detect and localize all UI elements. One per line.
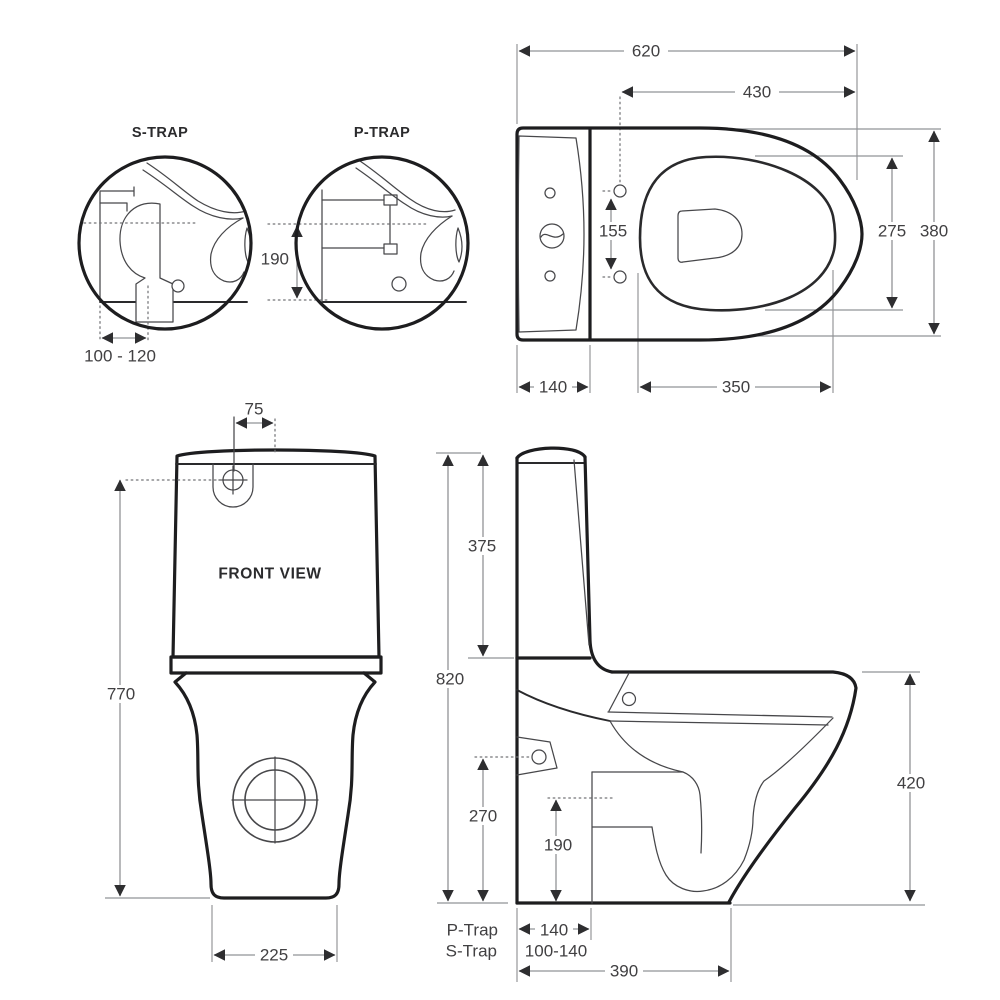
p-trap-title: P-TRAP [354, 125, 410, 141]
side-cistern-front-face [573, 459, 590, 646]
side-inlet-bracket [516, 736, 558, 776]
side-inlet-hole [531, 749, 547, 765]
top-hinge-tick-marks [602, 190, 612, 278]
top-seat-oval [638, 155, 837, 312]
side-overall-height-label: 820 [436, 670, 464, 689]
side-cistern-body [515, 455, 614, 674]
top-depth-extension-lines [737, 128, 941, 337]
p-trap-detail-view: P-TRAP 190 [261, 125, 470, 331]
top-seat-length-label: 430 [743, 83, 771, 102]
side-underseat-curve [516, 689, 611, 722]
top-view: 620 430 155 275 380 140 350 [515, 42, 953, 397]
p-trap-height-label: 190 [261, 250, 289, 269]
side-trap-step [591, 771, 653, 904]
side-seat-lines [607, 672, 833, 726]
top-hinge-hole-upper [613, 184, 627, 198]
top-fixing-hole-lower [544, 270, 556, 282]
side-s-setout-label: 100-140 [525, 942, 587, 961]
side-hinge-circle [621, 691, 637, 707]
s-trap-setout-label: 100 - 120 [84, 347, 156, 366]
top-cistern-lid-inner [517, 135, 585, 333]
p-trap-weir-circle [391, 276, 407, 292]
top-overall-width-label: 620 [632, 42, 660, 61]
p-trap-flange-bottom [383, 243, 398, 255]
side-inlet-height-label: 270 [469, 807, 497, 826]
side-pan-outline [610, 670, 858, 904]
side-base-depth-label: 390 [610, 962, 638, 981]
s-trap-weir-circle [171, 279, 185, 293]
p-trap-rim-cavity [455, 227, 463, 263]
side-view: 375 820 270 190 420 140 100-140 P-Trap S… [431, 446, 930, 982]
front-view: 75 770 225 FRONT VIEW [102, 400, 383, 965]
front-height-label: 770 [107, 685, 135, 704]
front-base-extension-lines [211, 905, 338, 962]
top-hinge-hole-lower [613, 270, 627, 284]
p-trap-shell-inner [355, 167, 453, 218]
s-trap-shell-inner [142, 169, 244, 220]
s-trap-detail-circle [77, 155, 253, 331]
side-rim-height-label: 420 [897, 774, 925, 793]
front-cistern-outline [171, 448, 381, 659]
top-body-outline [515, 126, 864, 342]
side-bowl-front-curve [609, 720, 684, 773]
side-bottom-extension-lines [516, 908, 732, 982]
side-right-extension-lines [733, 671, 925, 906]
p-trap-bowl-curve [419, 215, 455, 282]
top-flush-button [539, 223, 565, 249]
side-p-setout-label: 140 [540, 921, 568, 940]
p-trap-outlet-pipe [321, 199, 391, 249]
s-trap-ledge [99, 186, 135, 212]
top-flush-plate [677, 208, 743, 263]
s-trap-shell-outer [146, 162, 247, 214]
top-overall-depth-label: 380 [920, 222, 948, 241]
s-trap-detail-view: S-TRAP 100 - 120 [77, 125, 253, 366]
top-hinge-spacing-label: 155 [599, 222, 627, 241]
front-button-notch [212, 463, 254, 508]
s-trap-title: S-TRAP [132, 125, 188, 141]
s-trap-outlet-pipe [119, 202, 174, 323]
side-cistern-lid [515, 446, 587, 460]
side-cistern-height-label: 375 [468, 537, 496, 556]
side-outlet-height-label: 190 [544, 836, 572, 855]
front-button-offset-label: 75 [245, 400, 264, 419]
side-trap-curve [651, 717, 834, 893]
top-inner-extension-lines [755, 155, 903, 311]
front-base-width-label: 225 [260, 946, 288, 965]
side-s-trap-label: S-Trap [446, 942, 497, 961]
front-view-title: FRONT VIEW [218, 566, 321, 583]
top-inner-width-label: 275 [878, 222, 906, 241]
top-flush-button-wave [540, 233, 564, 238]
top-fixing-hole-upper [544, 187, 556, 199]
top-bowl-length-label: 350 [722, 378, 750, 397]
front-pedestal-outline [173, 671, 377, 900]
side-left-extension-lines [436, 452, 514, 904]
s-trap-bowl-curve [209, 217, 245, 283]
top-width-extension-lines [516, 44, 858, 180]
s-trap-dotted-extensions [99, 285, 149, 342]
front-outlet-crosshair [231, 756, 319, 844]
front-seat-band [169, 655, 383, 675]
top-bottom-extension-lines [516, 270, 834, 393]
side-outlet-top [591, 771, 703, 854]
side-p-trap-label: P-Trap [447, 921, 498, 940]
p-trap-flange-top [383, 194, 398, 206]
top-cistern-depth-label: 140 [539, 378, 567, 397]
p-trap-detail-circle [294, 155, 470, 331]
p-trap-shell-outer [359, 160, 456, 213]
front-button-crosshair [218, 465, 248, 495]
